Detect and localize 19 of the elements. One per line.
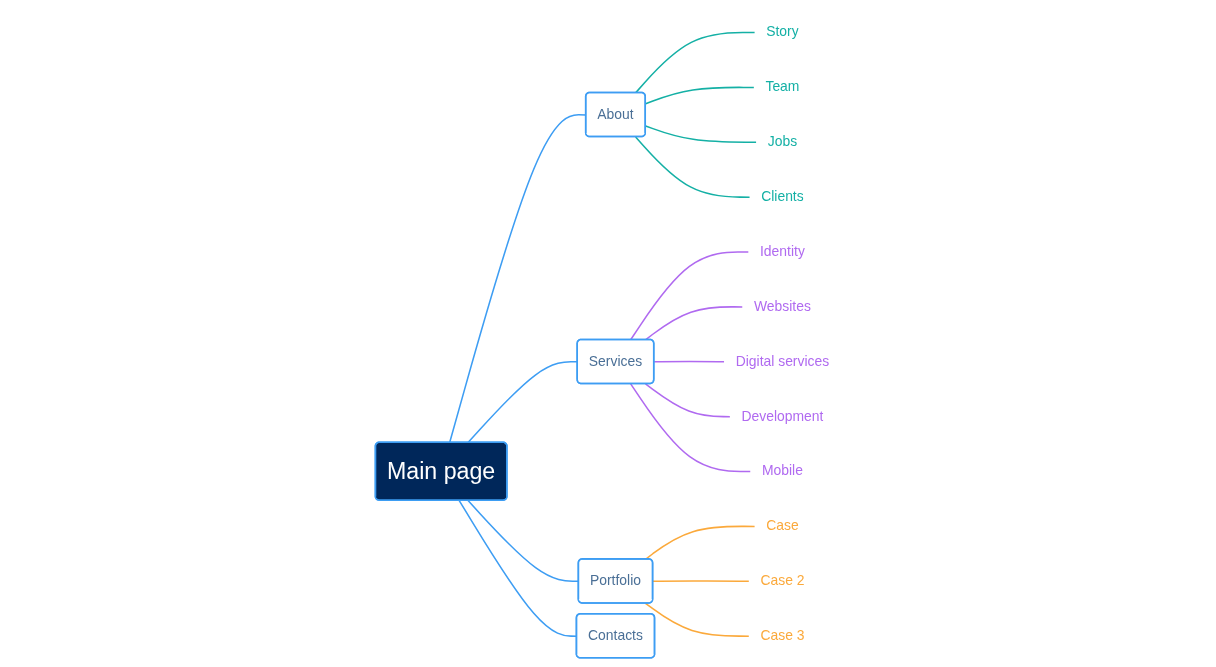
connector bbox=[652, 579, 750, 582]
connector bbox=[634, 135, 751, 198]
connector bbox=[629, 382, 752, 472]
node-text: Digital services bbox=[735, 352, 830, 369]
node-text: Websites bbox=[753, 297, 811, 314]
node-text: Identity bbox=[759, 243, 805, 259]
node-text: Development bbox=[741, 407, 824, 424]
node-text: Case 2 bbox=[760, 572, 805, 588]
node-text: Case bbox=[766, 517, 799, 533]
connector bbox=[644, 602, 750, 637]
node-text: Story bbox=[766, 23, 799, 40]
node-text: Jobs bbox=[767, 133, 798, 149]
connector bbox=[644, 525, 756, 560]
node-text: Case 3 bbox=[760, 627, 805, 643]
connector bbox=[458, 499, 578, 637]
connector bbox=[644, 382, 731, 417]
node-text: Mobile bbox=[761, 462, 803, 479]
node-text: Team bbox=[765, 78, 800, 94]
node-text: Clients bbox=[761, 188, 804, 204]
